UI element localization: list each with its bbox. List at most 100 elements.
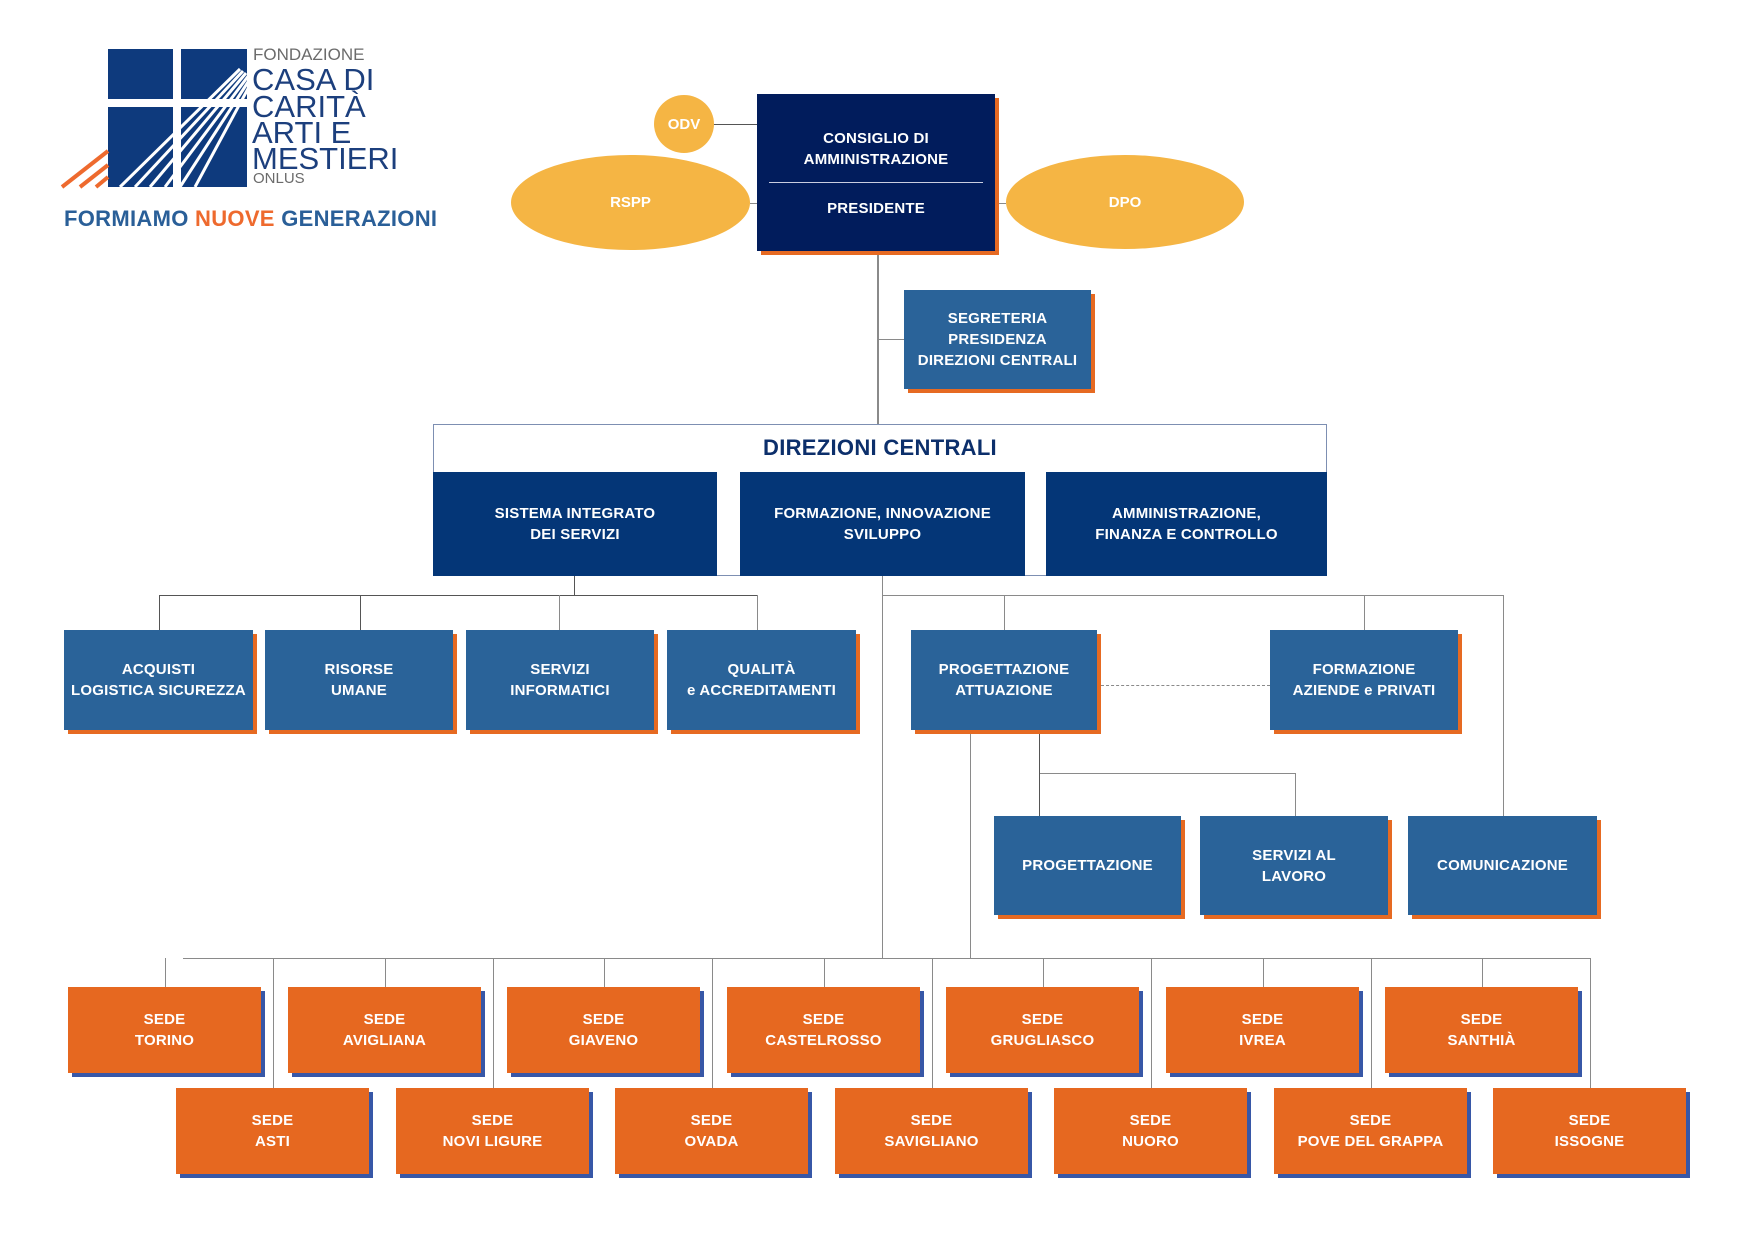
logo-text-onlus: ONLUS [253,170,305,187]
directorate-line1: FORMAZIONE, INNOVAZIONE [774,505,991,522]
connector-sede [604,958,605,987]
directorate-line2: SVILUPPO [843,526,922,543]
work-services-line1: SERVIZI AL [1252,846,1336,864]
connector-board-down [877,251,879,424]
service-line1: QUALITÀ [727,661,796,678]
sede-name: NOVI LIGURE [442,1133,543,1150]
planning-implementation-node[interactable]: PROGETTAZIONE ATTUAZIONE [911,630,1097,730]
sede-label: SEDE [1021,1011,1064,1028]
service-it[interactable]: SERVIZI INFORMATICI [466,630,654,730]
connector-progettazione [1039,773,1040,816]
work-services-node[interactable]: SERVIZI AL LAVORO [1200,816,1388,915]
sede-label: SEDE [582,1011,625,1028]
planning-line1: PROGETTAZIONE [1022,857,1153,874]
sede-name: AVIGLIANA [342,1032,427,1049]
work-services-line2: LAVORO [1261,867,1327,885]
sede-label: SEDE [251,1112,294,1129]
logo-text-mestieri: MESTIERI [252,141,399,176]
connector-secretariat [878,339,904,340]
connector-sedi-horizontal [183,958,1590,959]
connector-communication [1503,595,1504,816]
dpo-label: DPO [1108,193,1142,211]
directorate-integrated-services[interactable]: SISTEMA INTEGRATO DEI SERVIZI [433,472,717,576]
sede-node[interactable]: SEDE SANTHIÀ [1385,987,1578,1073]
connector-dpo [995,203,1006,204]
service-quality[interactable]: QUALITÀ e ACCREDITAMENTI [667,630,856,730]
dpo-node[interactable]: DPO [1006,155,1244,249]
sede-label: SEDE [1460,1011,1503,1028]
sede-label: SEDE [1241,1011,1284,1028]
sede-label: SEDE [143,1011,186,1028]
sede-name: SANTHIÀ [1447,1032,1516,1049]
sede-label: SEDE [802,1011,845,1028]
sede-node[interactable]: SEDE NOVI LIGURE [396,1088,589,1174]
connector-sede [493,958,494,1088]
board-president-node[interactable]: CONSIGLIO DI AMMINISTRAZIONE PRESIDENTE [757,94,995,251]
connector-planning-sub-horizontal [1039,773,1295,774]
service-line1: ACQUISTI [121,661,196,678]
sede-label: SEDE [910,1112,953,1129]
directorate-administration-finance[interactable]: AMMINISTRAZIONE, FINANZA E CONTROLLO [1046,472,1327,576]
connector-sede [712,958,713,1088]
sede-node[interactable]: SEDE AVIGLIANA [288,987,481,1073]
connector-sede [1151,958,1152,1088]
tagline-part2: NUOVE [195,206,275,231]
business-training-line2: AZIENDE e PRIVATI [1292,682,1436,699]
connector-sede [1482,958,1483,987]
connector-service-1 [159,595,160,630]
directorate-line2: FINANZA E CONTROLLO [1095,526,1278,543]
service-human-resources[interactable]: RISORSE UMANE [265,630,453,730]
central-directorates-title: DIREZIONI CENTRALI [763,435,997,460]
business-training-line1: FORMAZIONE [1312,661,1416,678]
connector-planning-impl [1004,595,1005,630]
service-line2: INFORMATICI [510,682,610,699]
connector-services-horizontal [159,595,757,596]
connector-sis-down [574,575,575,595]
connector-planning-sub [1039,733,1040,773]
board-line1: CONSIGLIO DI [823,130,929,147]
connector-service-2 [360,595,361,630]
secretariat-line1: SEGRETERIA [947,310,1048,327]
sede-label: SEDE [690,1112,733,1129]
connector-planning-to-sedi [970,733,971,958]
secretariat-node[interactable]: SEGRETERIA PRESIDENZA DIREZIONI CENTRALI [904,290,1091,389]
rspp-node[interactable]: RSPP [511,155,750,250]
sede-node[interactable]: SEDE OVADA [615,1088,808,1174]
logo-text-casa-di: CASA DI [252,62,375,97]
sede-label: SEDE [363,1011,406,1028]
business-training-node[interactable]: FORMAZIONE AZIENDE e PRIVATI [1270,630,1458,730]
rspp-label: RSPP [610,194,651,211]
sede-name: OVADA [684,1133,739,1150]
connector-sede [273,958,274,1088]
secretariat-line2: PRESIDENZA [948,331,1047,348]
communication-node[interactable]: COMUNICAZIONE [1408,816,1597,915]
service-procurement-logistics[interactable]: ACQUISTI LOGISTICA SICUREZZA [64,630,253,730]
service-line2: UMANE [331,682,387,699]
logo-text-carita: CARITÀ [252,89,366,124]
tagline-part3: GENERAZIONI [281,206,438,231]
logo-square-tl [108,49,173,99]
connector-sede [1590,958,1591,1088]
odv-node[interactable]: ODV [654,95,714,153]
board-line2: AMMINISTRAZIONE [803,151,949,168]
tagline: FORMIAMO NUOVE GENERAZIONI [64,206,437,232]
logo-rays-icon [60,67,250,189]
connector-service-3 [559,595,560,630]
sede-label: SEDE [471,1112,514,1129]
connector-dashed-planning-business [1101,685,1270,686]
president-label: PRESIDENTE [827,200,925,217]
directorate-training-innovation[interactable]: FORMAZIONE, INNOVAZIONE SVILUPPO [740,472,1025,576]
sede-name: ISSOGNE [1554,1133,1625,1150]
planning-node[interactable]: PROGETTAZIONE [994,816,1181,915]
connector-sede [824,958,825,987]
